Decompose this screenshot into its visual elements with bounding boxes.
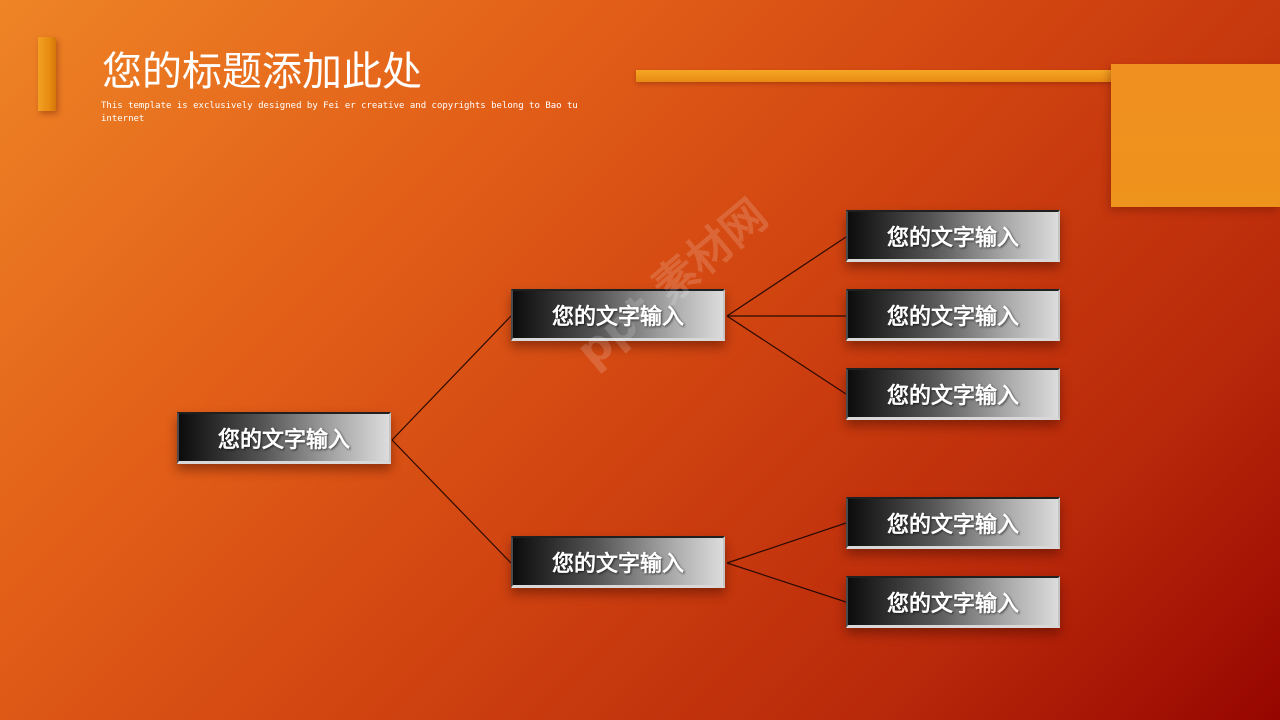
tree-node-upper-leaf-1[interactable]: 您的文字输入 <box>846 210 1060 262</box>
tree-node-upper-leaf-2[interactable]: 您的文字输入 <box>846 289 1060 341</box>
connector-root-lower <box>391 439 512 564</box>
connector-lower-leaf-2 <box>726 562 847 603</box>
connector-root-upper <box>391 315 512 441</box>
connector-upper-leaf-3 <box>726 315 847 395</box>
tree-node-root[interactable]: 您的文字输入 <box>177 412 391 464</box>
connector-lower-leaf-1 <box>726 522 847 564</box>
tree-node-lower-leaf-2[interactable]: 您的文字输入 <box>846 576 1060 628</box>
title-accent-bar <box>38 37 56 111</box>
tree-node-lower-leaf-1[interactable]: 您的文字输入 <box>846 497 1060 549</box>
connector-upper-leaf-1 <box>726 236 847 317</box>
tree-node-upper-leaf-3[interactable]: 您的文字输入 <box>846 368 1060 420</box>
tree-node-branch-lower[interactable]: 您的文字输入 <box>511 536 725 588</box>
slide-title[interactable]: 您的标题添加此处 <box>102 49 422 95</box>
slide-subtitle[interactable]: This template is exclusively designed by… <box>101 101 578 124</box>
corner-accent-block <box>1111 64 1280 207</box>
tree-node-branch-upper[interactable]: 您的文字输入 <box>511 289 725 341</box>
